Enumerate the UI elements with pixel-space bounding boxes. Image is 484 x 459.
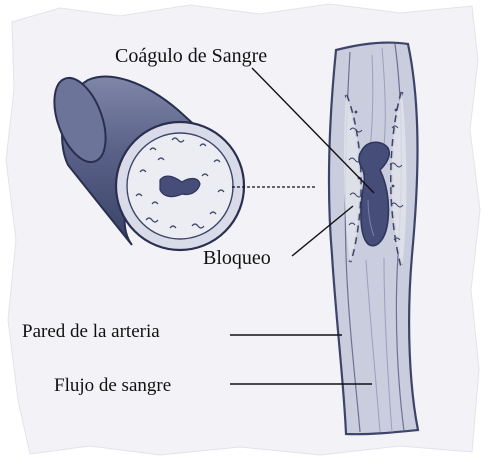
blood-clot bbox=[359, 142, 389, 246]
blockage-label: Bloqueo bbox=[203, 248, 271, 268]
clot-label: Coágulo de Sangre bbox=[115, 46, 267, 66]
artery-wall-label: Pared de la arteria bbox=[22, 322, 160, 341]
artery-longitudinal bbox=[329, 43, 418, 435]
blood-flow-label: Flujo de sangre bbox=[54, 376, 171, 395]
